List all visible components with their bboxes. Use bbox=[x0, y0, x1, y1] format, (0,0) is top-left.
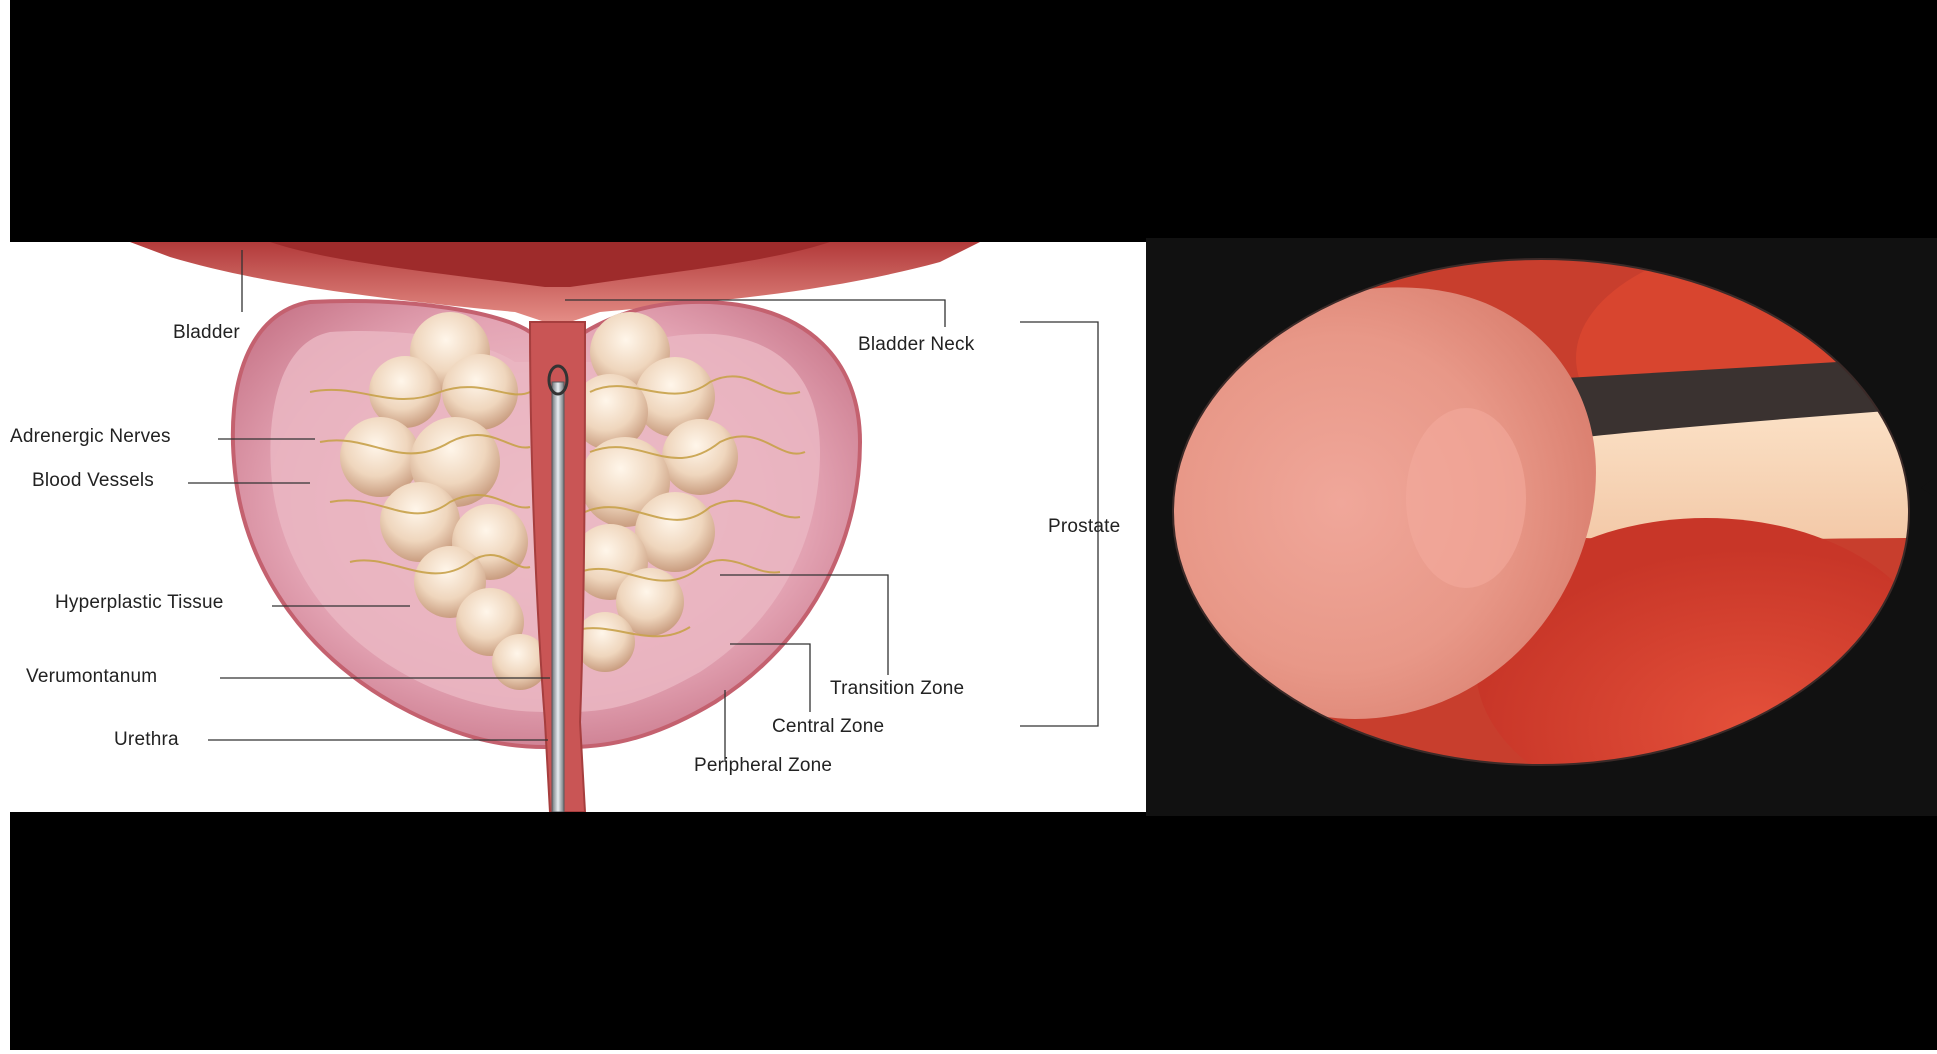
central-zone-label: Central Zone bbox=[772, 716, 884, 738]
urethra-label: Urethra bbox=[114, 729, 179, 751]
adrenergic-nerves-label: Adrenergic Nerves bbox=[10, 426, 171, 448]
tissue-highlight bbox=[1406, 408, 1526, 588]
prostate-label: Prostate bbox=[1048, 516, 1120, 538]
endoscope-image bbox=[1146, 238, 1937, 816]
left-edge-strip bbox=[0, 0, 10, 1054]
surgical-instrument bbox=[552, 382, 564, 812]
verumontanum-label: Verumontanum bbox=[26, 666, 157, 688]
bladder-label: Bladder bbox=[173, 322, 240, 344]
transition-zone-label: Transition Zone bbox=[830, 678, 964, 700]
endoscopic-view bbox=[1146, 238, 1937, 816]
prostate-anatomy-diagram: Bladder Bladder Neck Adrenergic Nerves B… bbox=[10, 242, 1146, 812]
bottom-edge-strip bbox=[0, 1050, 1937, 1054]
bladder-neck-label: Bladder Neck bbox=[858, 334, 974, 356]
hyperplastic-tissue-label: Hyperplastic Tissue bbox=[55, 592, 224, 614]
peripheral-zone-label: Peripheral Zone bbox=[694, 755, 832, 777]
blood-vessels-label: Blood Vessels bbox=[32, 470, 154, 492]
